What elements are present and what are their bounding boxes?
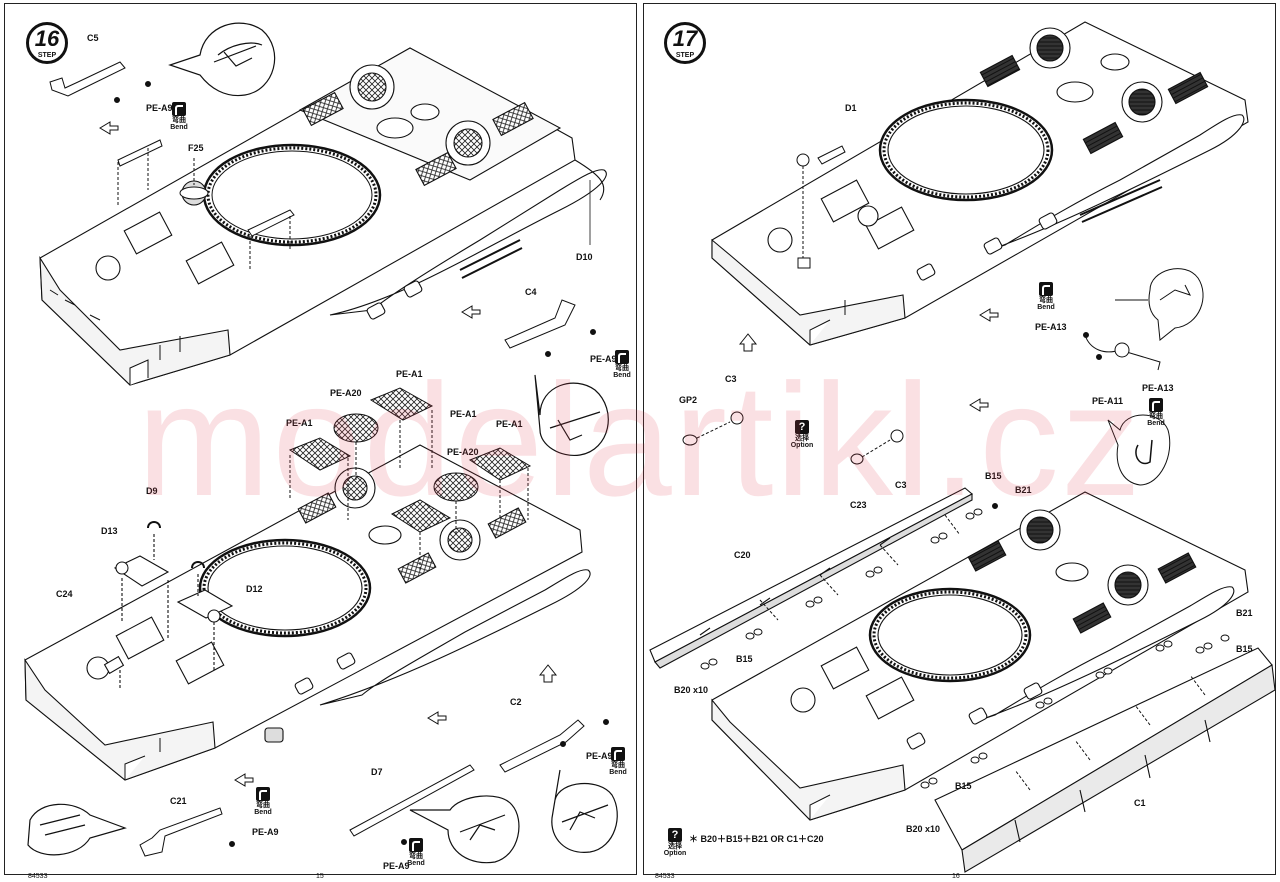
label-pe-a13-1: PE-A13 <box>1035 322 1067 332</box>
step16-pe-meshes <box>288 387 532 570</box>
label-pe-a13-2: PE-A13 <box>1142 383 1174 393</box>
label-b15-2: B15 <box>736 654 753 664</box>
label-d13: D13 <box>101 526 118 536</box>
step17-direction-arrows <box>738 308 999 412</box>
label-pe-a1-3: PE-A1 <box>286 418 313 428</box>
label-pe-a9-1: PE-A9 <box>146 103 173 113</box>
bend-icon <box>256 787 270 801</box>
label-pe-a9-2: PE-A9 <box>590 354 617 364</box>
label-pe-a9-4: PE-A9 <box>252 827 279 837</box>
label-b21-1: B21 <box>1015 485 1032 495</box>
page-number-left: 15 <box>316 873 324 880</box>
label-c23: C23 <box>850 500 867 510</box>
label-pe-a1-2: PE-A1 <box>450 409 477 419</box>
label-d7: D7 <box>371 767 383 777</box>
label-b20-2: B20 x10 <box>906 824 941 834</box>
label-c3-1: C3 <box>725 374 737 384</box>
label-pe-a9-5: PE-A9 <box>383 861 410 871</box>
label-b15-3: B15 <box>1236 644 1253 654</box>
bend-icon <box>409 838 423 852</box>
label-d12: D12 <box>246 584 263 594</box>
label-c4: C4 <box>525 287 537 297</box>
step17-badge: 17 STEP <box>664 22 706 64</box>
label-c21: C21 <box>170 796 187 806</box>
bend-icon <box>1149 398 1163 412</box>
step17-gp2-c3-parts <box>682 411 904 465</box>
step16-word: STEP <box>37 52 57 59</box>
label-b15-1: B15 <box>985 471 1002 481</box>
label-d10: D10 <box>576 252 593 262</box>
step16-hull-bottom <box>24 444 591 781</box>
code-left: 84533 <box>28 873 48 880</box>
label-pe-a1-4: PE-A1 <box>496 419 523 429</box>
bend-icon <box>611 747 625 761</box>
label-b15-4: B15 <box>955 781 972 791</box>
page-number-right: 16 <box>952 873 960 880</box>
step17-side-skirts <box>649 487 1276 873</box>
step17-word: STEP <box>675 52 695 59</box>
step17-number: 17 <box>672 26 698 51</box>
bend-icon <box>172 102 186 116</box>
label-pe-a11: PE-A11 <box>1092 396 1124 406</box>
step16-detail-bubble-1 <box>168 22 276 97</box>
step16-lower-parts <box>139 719 609 857</box>
step16-hull-top <box>39 47 607 386</box>
step16-number: 16 <box>34 26 60 51</box>
bend-icon <box>615 350 629 364</box>
step17-fasteners <box>700 503 1230 791</box>
label-pe-a20-2: PE-A20 <box>447 447 479 457</box>
label-c5: C5 <box>87 33 99 43</box>
bend-icon <box>1039 282 1053 296</box>
label-d9: D9 <box>146 486 158 496</box>
label-f25: F25 <box>188 143 204 153</box>
step17-pe-parts <box>1083 268 1204 486</box>
label-d1: D1 <box>845 103 857 113</box>
option-note: ＊ B20＋B15＋B21 OR C1＋C20 <box>689 834 824 844</box>
label-b21-2: B21 <box>1236 608 1253 618</box>
step17-d1-part <box>796 145 846 269</box>
step16-d-parts <box>103 521 234 690</box>
step16-detail-bubble-2 <box>534 374 609 457</box>
label-c20: C20 <box>734 550 751 560</box>
step16-badge: 16 STEP <box>26 22 68 64</box>
label-pe-a1-1: PE-A1 <box>396 369 423 379</box>
step16-direction-arrows <box>99 121 558 787</box>
label-gp2: GP2 <box>679 395 698 405</box>
step17-hull-top <box>711 21 1249 346</box>
label-c3-2: C3 <box>895 480 907 490</box>
label-pe-a20-1: PE-A20 <box>330 388 362 398</box>
step16-small-parts <box>49 61 596 357</box>
code-right: 84533 <box>655 873 675 880</box>
step17-hull-bottom <box>711 491 1249 821</box>
label-c2: C2 <box>510 697 522 707</box>
step16-detail-bubbles-bottom <box>27 769 618 864</box>
label-c1: C1 <box>1134 798 1146 808</box>
label-c24: C24 <box>56 589 73 599</box>
label-b20-1: B20 x10 <box>674 685 709 695</box>
label-pe-a9-3: PE-A9 <box>586 751 613 761</box>
